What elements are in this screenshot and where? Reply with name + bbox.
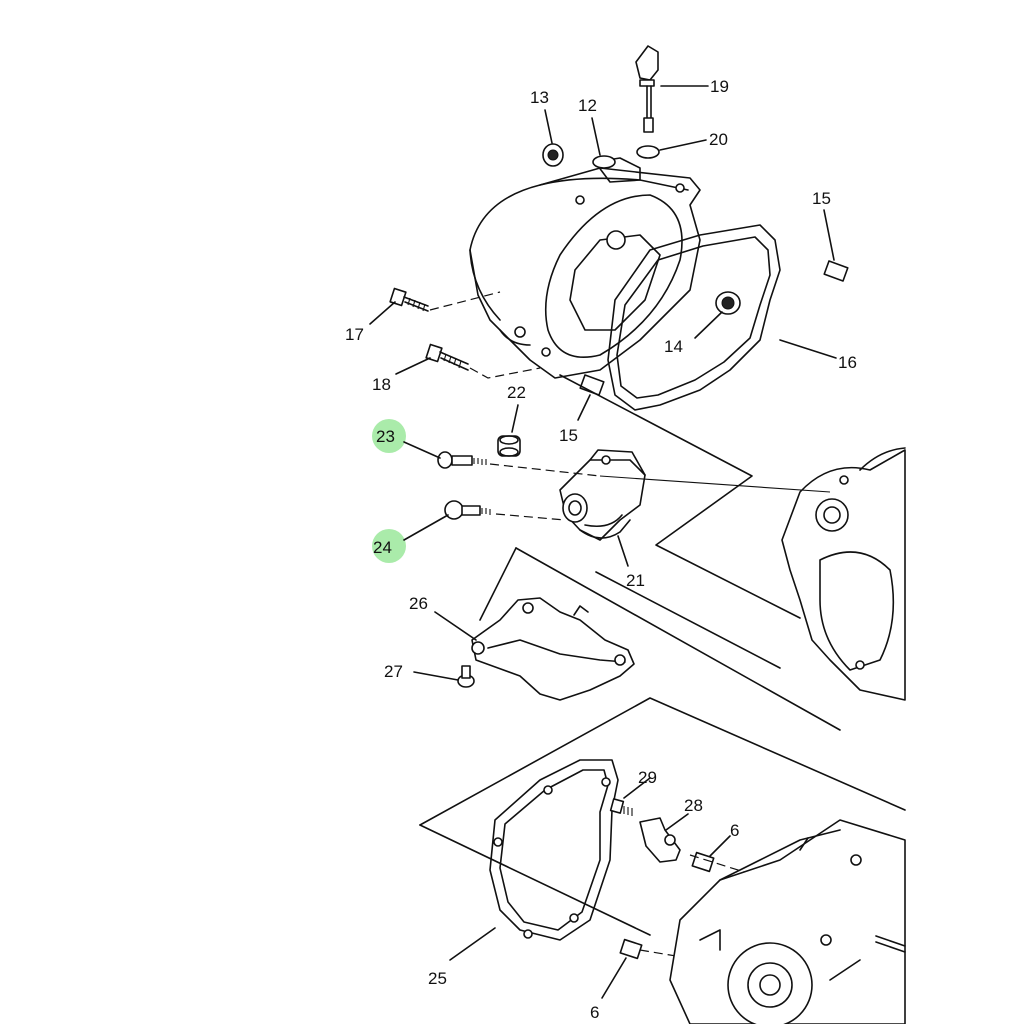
highlight-23 [372, 419, 406, 453]
oil-pump-21 [559, 449, 646, 541]
dowel-6-lower [619, 938, 643, 960]
callout-12: 12 [578, 96, 597, 115]
callout-21: 21 [626, 571, 645, 590]
oil-seal-22 [497, 435, 521, 457]
o-ring-20 [636, 145, 660, 159]
oil-seal-14 [715, 291, 741, 315]
callout-25: 25 [428, 969, 447, 988]
dipstick-19 [635, 45, 659, 133]
screw-29 [609, 798, 633, 816]
callout-labels: 13 12 19 20 15 14 16 17 18 22 15 23 24 2… [345, 77, 857, 1022]
gasket-25 [489, 759, 619, 941]
callout-22: 22 [507, 383, 526, 402]
dowel-15-lower [579, 374, 605, 396]
crankcase-cover [469, 155, 701, 379]
callout-24: 24 [373, 538, 392, 557]
crankcase-lower [669, 819, 906, 1024]
callout-16: 16 [838, 353, 857, 372]
callout-17: 17 [345, 325, 364, 344]
callout-23: 23 [376, 427, 395, 446]
screw-23 [437, 451, 487, 469]
callout-15-lower: 15 [559, 426, 578, 445]
leader-lines [369, 85, 837, 999]
callout-18: 18 [372, 375, 391, 394]
bracket-28 [639, 817, 681, 863]
plate-26 [471, 597, 635, 701]
callout-28: 28 [684, 796, 703, 815]
callout-6-lower: 6 [590, 1003, 599, 1022]
bolt-right-edge [875, 935, 906, 953]
oil-seal-13 [542, 143, 564, 167]
screw-27 [457, 665, 475, 688]
callout-29: 29 [638, 768, 657, 787]
crankcase-housing [781, 447, 906, 701]
screw-24 [444, 500, 491, 520]
highlight-24 [372, 529, 406, 563]
gasket-16 [607, 224, 781, 411]
callout-19: 19 [710, 77, 729, 96]
callout-26: 26 [409, 594, 428, 613]
callout-13: 13 [530, 88, 549, 107]
bolt-17 [389, 287, 429, 312]
callout-14: 14 [664, 337, 683, 356]
dowel-15-upper [823, 260, 849, 282]
callout-6-upper: 6 [730, 821, 739, 840]
callout-20: 20 [709, 130, 728, 149]
bolt-18 [425, 343, 469, 371]
callout-27: 27 [384, 662, 403, 681]
callout-15-upper: 15 [812, 189, 831, 208]
